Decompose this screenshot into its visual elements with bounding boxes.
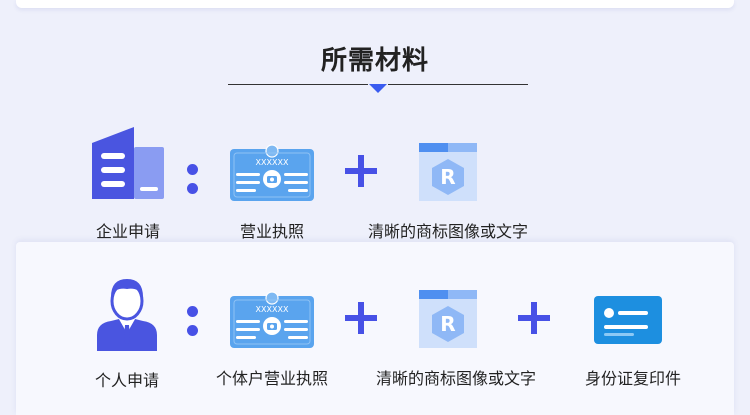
title-arrow-icon xyxy=(369,84,387,93)
individual-label: 个人申请 xyxy=(94,371,159,390)
person-icon xyxy=(95,275,159,351)
business-license-icon: XXXXXX xyxy=(230,143,314,201)
trademark-icon: R xyxy=(419,143,477,201)
plus-icon xyxy=(345,302,377,334)
material-id-copy: 身份证复印件 xyxy=(584,369,681,388)
title-divider-left xyxy=(228,84,368,85)
material-trademark: 清晰的商标图像或文字 xyxy=(367,222,528,241)
license-number: XXXXXX xyxy=(256,158,289,167)
id-card-icon xyxy=(594,296,662,344)
section-title: 所需材料 xyxy=(320,46,429,76)
trademark-letter: R xyxy=(440,312,455,336)
top-card-edge xyxy=(16,0,734,8)
colon-icon xyxy=(187,164,199,202)
colon-icon xyxy=(187,306,199,344)
material-individual-license: 个体户营业执照 xyxy=(215,369,328,388)
plus-icon xyxy=(345,155,377,187)
title-divider-right xyxy=(388,84,528,85)
building-icon xyxy=(92,125,164,201)
plus-icon xyxy=(518,302,550,334)
trademark-letter: R xyxy=(440,165,455,189)
license-number: XXXXXX xyxy=(256,305,289,314)
business-license-icon: XXXXXX xyxy=(230,290,314,348)
material-trademark: 清晰的商标图像或文字 xyxy=(375,369,536,388)
material-business-license: 营业执照 xyxy=(239,222,304,241)
trademark-icon: R xyxy=(419,290,477,348)
enterprise-label: 企业申请 xyxy=(95,222,160,241)
